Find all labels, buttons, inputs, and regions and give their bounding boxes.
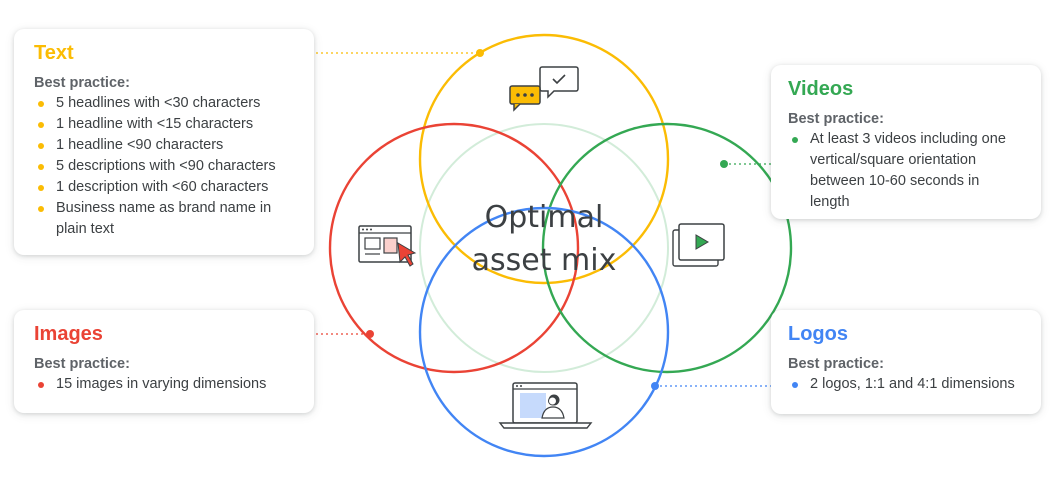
list-item: 2 logos, 1:1 and 4:1 dimensions (788, 374, 1021, 395)
list-item-text: Business name as brand name in plain tex… (56, 200, 272, 237)
dot-logos (651, 382, 659, 390)
list-item-text: 15 images in varying dimensions (56, 376, 267, 392)
circle-images (328, 122, 580, 374)
dot-text (476, 49, 484, 57)
list-item: 1 headline with <15 characters (34, 114, 294, 135)
logos-card-subtitle: Best practice: (788, 356, 884, 372)
images-card-list: 15 images in varying dimensions (34, 374, 294, 395)
center-title-line1: Optimal (484, 200, 604, 235)
image-layout-cursor-icon (358, 225, 417, 267)
videos-card: Videos Best practice: At least 3 videos … (771, 65, 1041, 219)
dot-images (366, 330, 374, 338)
videos-card-title: Videos (788, 78, 854, 100)
bullet-dot (38, 122, 44, 128)
text-card-title: Text (34, 42, 74, 64)
logos-card-list: 2 logos, 1:1 and 4:1 dimensions (788, 374, 1021, 395)
text-card-list: 5 headlines with <30 characters 1 headli… (34, 93, 294, 240)
dot-videos (720, 160, 728, 168)
list-item: 15 images in varying dimensions (34, 374, 294, 395)
chat-bubbles-icon (509, 66, 579, 112)
overlap-arc-green (419, 123, 669, 373)
list-item-text: 1 description with <60 characters (56, 179, 269, 195)
images-card-subtitle: Best practice: (34, 356, 130, 372)
images-card: Images Best practice: 15 images in varyi… (14, 310, 314, 413)
list-item-text: 2 logos, 1:1 and 4:1 dimensions (810, 376, 1015, 392)
center-title-line2: asset mix (471, 243, 617, 278)
bullet-dot (792, 382, 798, 388)
list-item-text: 1 headline with <15 characters (56, 116, 254, 132)
bullet-dot (38, 206, 44, 212)
bullet-dot (792, 137, 798, 143)
text-card-subtitle: Best practice: (34, 75, 130, 91)
circle-videos (541, 122, 793, 374)
images-card-title: Images (34, 323, 103, 345)
laptop-person-icon (498, 382, 593, 429)
center-title: Optimal asset mix (439, 196, 649, 282)
bullet-dot (38, 185, 44, 191)
list-item: At least 3 videos including one vertical… (788, 129, 1021, 213)
list-item-text: 1 headline <90 characters (56, 137, 224, 153)
videos-card-subtitle: Best practice: (788, 111, 884, 127)
video-play-icon (672, 223, 725, 267)
list-item: Business name as brand name in plain tex… (34, 198, 294, 240)
list-item: 1 headline <90 characters (34, 135, 294, 156)
bullet-dot (38, 382, 44, 388)
videos-card-list: At least 3 videos including one vertical… (788, 129, 1021, 213)
list-item: 5 headlines with <30 characters (34, 93, 294, 114)
text-card: Text Best practice: 5 headlines with <30… (14, 29, 314, 255)
list-item: 1 description with <60 characters (34, 177, 294, 198)
circle-logos (418, 206, 670, 458)
list-item-text: 5 descriptions with <90 characters (56, 158, 276, 174)
logos-card-title: Logos (788, 323, 848, 345)
circle-text (418, 33, 670, 285)
logos-card: Logos Best practice: 2 logos, 1:1 and 4:… (771, 310, 1041, 414)
bullet-dot (38, 101, 44, 107)
list-item-text: 5 headlines with <30 characters (56, 95, 261, 111)
bullet-dot (38, 143, 44, 149)
list-item-text: At least 3 videos including one vertical… (810, 131, 1006, 210)
bullet-dot (38, 164, 44, 170)
list-item: 5 descriptions with <90 characters (34, 156, 294, 177)
